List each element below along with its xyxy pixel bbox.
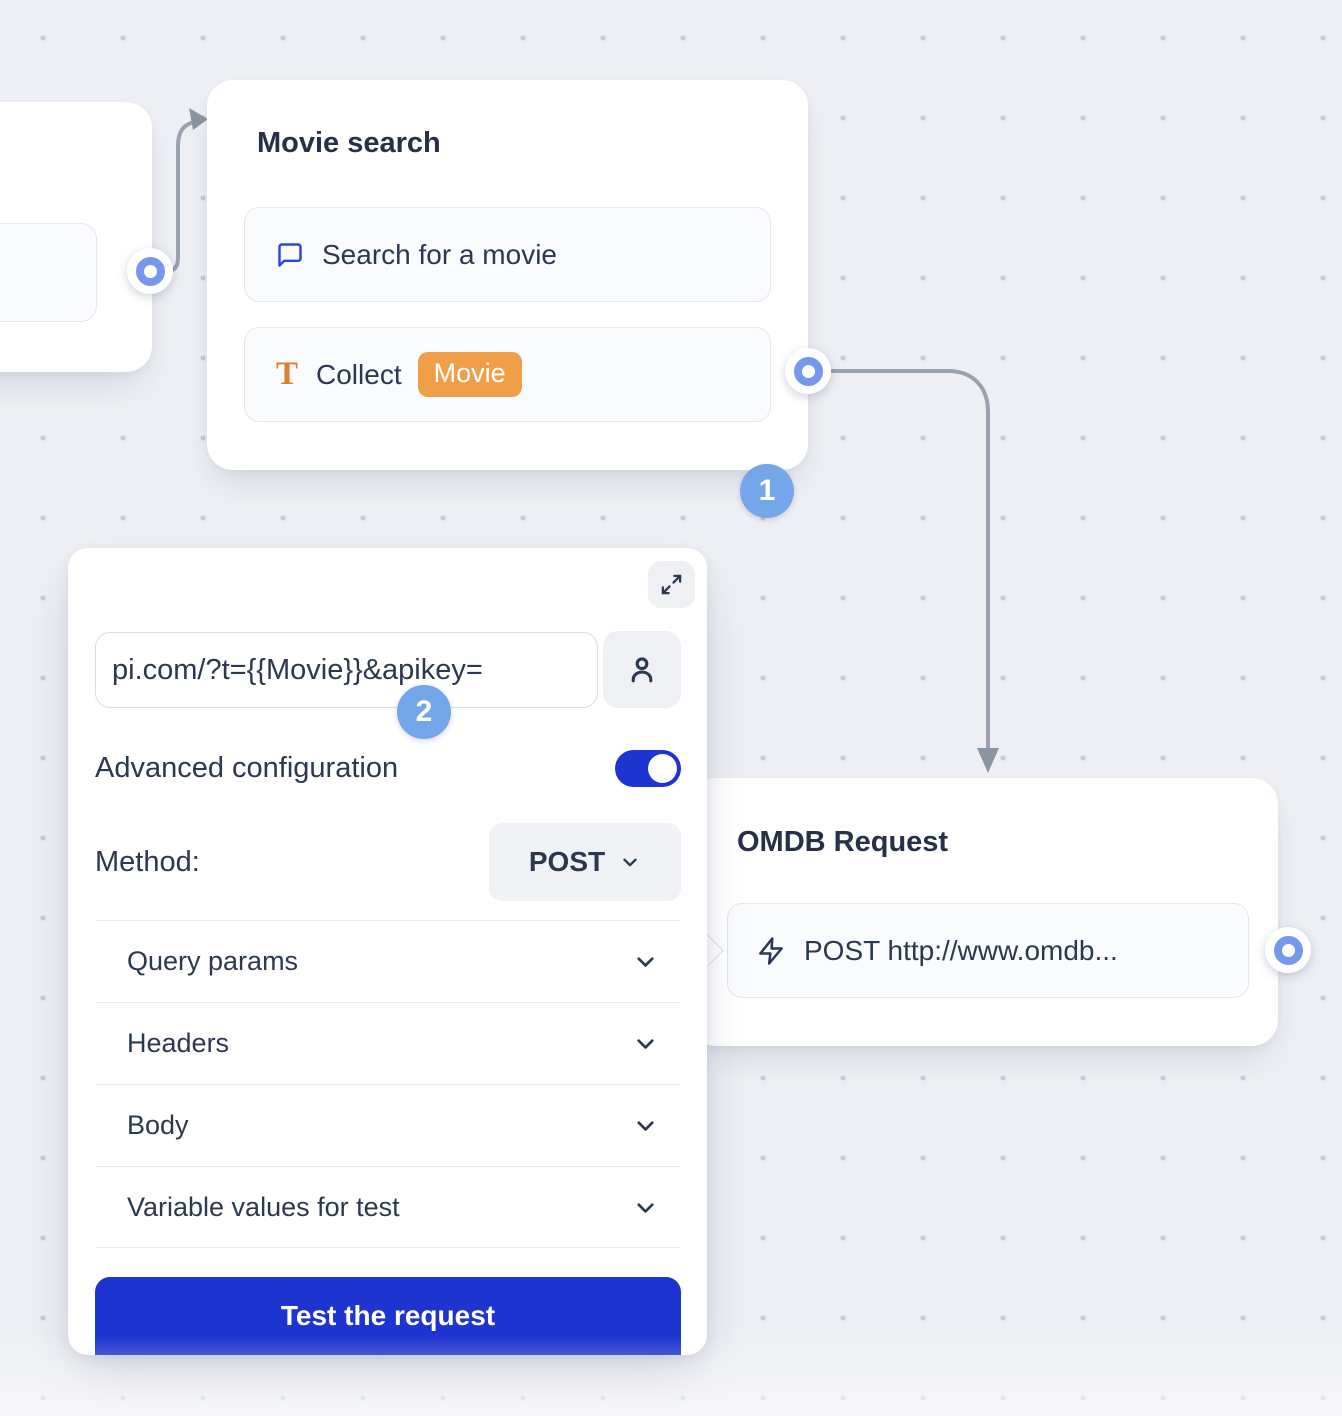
method-value: POST [528,846,606,877]
expand-panel-button[interactable] [648,561,695,608]
connector-arrowhead-icon [977,748,999,773]
item-label: Search for a movie [322,238,557,270]
section-label: Query params [127,946,299,976]
chevron-down-icon [637,1039,654,1049]
node-movie-search[interactable]: Movie search Search for a movie T Collec… [207,80,808,518]
item-label: POST http://www.omdb... [804,934,1118,966]
output-port-movie-search[interactable] [785,348,831,394]
text-t-icon: T [276,356,299,392]
insert-variable-button[interactable] [603,631,681,708]
node-previous[interactable] [0,102,152,372]
toggle-knob [648,753,677,783]
output-port-previous[interactable] [127,248,173,294]
section-body[interactable]: Body [95,1084,681,1166]
section-label: Headers [127,1028,230,1058]
step-badge-1: 1 [740,464,794,518]
connector-movie-search-to-omdb [821,369,990,750]
step-badge-2: 2 [397,685,451,739]
output-port-omdb-request[interactable] [1265,927,1311,973]
chat-bubble-icon [278,242,302,267]
section-label: Body [127,1110,189,1140]
section-label: Variable values for test [127,1191,400,1222]
item-label: Collect [316,358,402,390]
method-dropdown[interactable]: POST [489,823,681,901]
node-title: OMDB Request [737,826,949,858]
test-the-request-button[interactable]: Test the request [95,1277,681,1355]
node-title: Movie search [257,127,441,159]
expand-icon [661,574,682,595]
section-headers[interactable]: Headers [95,1002,681,1084]
connector-arrowhead-icon [189,108,208,130]
advanced-configuration-row: Advanced configuration [68,748,707,788]
method-row: Method: POST [68,823,707,901]
node-omdb-request[interactable]: OMDB Request POST http://www.omdb... [690,778,1278,1046]
chevron-down-icon [637,1121,654,1131]
chevron-down-icon [637,957,654,967]
item-search-for-a-movie[interactable]: Search for a movie [244,207,771,302]
item-collect-movie[interactable]: T Collect Movie [244,327,771,422]
variable-badge-movie[interactable]: Movie [417,352,522,397]
section-variable-values-for-test[interactable]: Variable values for test [95,1166,681,1248]
chevron-down-icon [623,858,637,867]
request-url-input[interactable] [95,632,598,708]
request-settings-panel: Advanced configuration Method: POST Quer… [68,548,707,1355]
connector-prev-to-movie-search [161,121,193,273]
lightning-icon [759,936,783,965]
person-icon [631,656,653,682]
chevron-down-icon [637,1202,654,1213]
advanced-configuration-label: Advanced configuration [95,751,399,784]
advanced-configuration-toggle[interactable] [615,749,681,787]
item-post-request[interactable]: POST http://www.omdb... [727,903,1249,998]
section-query-params[interactable]: Query params [95,920,681,1002]
method-label: Method: [95,845,200,878]
node-previous-item[interactable] [0,223,97,322]
collapsible-sections: Query params Headers Body Variable value… [95,920,681,1248]
